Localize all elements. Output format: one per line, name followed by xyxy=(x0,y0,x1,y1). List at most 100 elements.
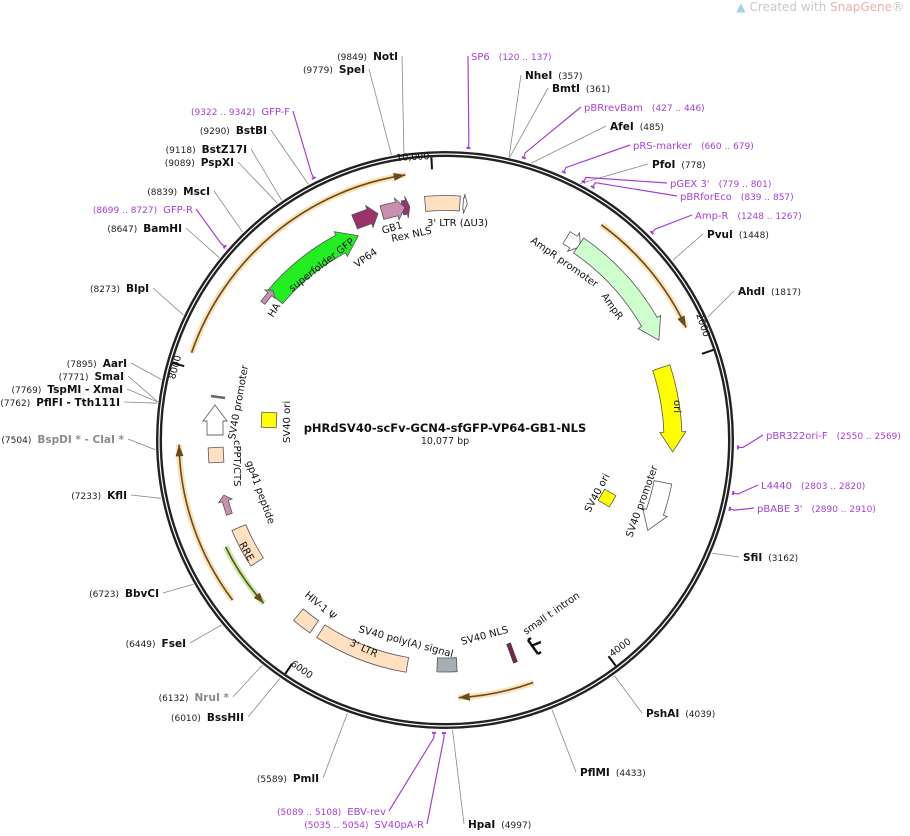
feature-rex-nls[interactable] xyxy=(400,196,411,219)
enzyme-label[interactable]: PfoI(778) xyxy=(652,159,706,171)
feature-ampr-promoter[interactable] xyxy=(562,231,581,253)
primer-label[interactable]: (8699 .. 8727)GFP-R xyxy=(93,205,193,216)
enzyme-site[interactable]: SfiI(3162) xyxy=(711,552,798,564)
enzyme-site[interactable]: (6010)BssHII xyxy=(171,678,281,724)
enzyme-site[interactable]: (9779)SpeI xyxy=(303,64,392,156)
enzyme-site[interactable]: (7769)TspMI - XmaI xyxy=(11,384,158,403)
primer-label[interactable]: pGEX 3'(779 .. 801) xyxy=(670,179,771,190)
enzyme-site[interactable]: (6449)FseI xyxy=(126,624,222,650)
enzyme-label[interactable]: (6010)BssHII xyxy=(171,712,244,724)
primer-label[interactable]: Amp-R(1248 .. 1267) xyxy=(695,211,802,222)
enzyme-label[interactable]: (9290)BstBI xyxy=(200,125,267,137)
enzyme-label[interactable]: (5589)PmlI xyxy=(257,773,319,785)
enzyme-label[interactable]: PvuI(1448) xyxy=(707,229,769,241)
feature-vp64[interactable] xyxy=(351,204,379,230)
enzyme-label[interactable]: AfeI(485) xyxy=(610,121,664,133)
feature-sv40-polya-signal[interactable] xyxy=(436,657,458,673)
enzyme-site[interactable]: (7504)BspDI * - ClaI * xyxy=(1,434,156,451)
enzyme-site[interactable]: (7771)SmaI xyxy=(59,371,158,402)
primer-label[interactable]: SP6(120 .. 137) xyxy=(471,52,552,63)
feature-sv40-nls[interactable] xyxy=(506,642,518,664)
enzyme-site[interactable]: AfeI(485) xyxy=(531,121,664,164)
primer-site[interactable]: Amp-R(1248 .. 1267) xyxy=(649,211,802,235)
primer-site[interactable]: (5035 .. 5054)SV40pA-R xyxy=(304,731,446,831)
enzyme-label[interactable]: BmtI(361) xyxy=(552,83,610,95)
primer-site[interactable]: (8699 .. 8727)GFP-R xyxy=(93,205,227,249)
enzyme-label[interactable]: (8273)BlpI xyxy=(90,283,149,295)
enzyme-site[interactable]: PflMI(4433) xyxy=(551,709,646,779)
feature-3-ltr[interactable] xyxy=(316,624,410,673)
enzyme-label[interactable]: (7771)SmaI xyxy=(59,371,124,383)
enzyme-label[interactable]: (9089)PspXI xyxy=(165,157,234,169)
feature-gp41-peptide[interactable] xyxy=(217,494,234,516)
feature-rre[interactable] xyxy=(231,524,264,567)
feature-sv40-promoter-right[interactable] xyxy=(642,480,673,531)
enzyme-site[interactable]: PfoI(778) xyxy=(580,159,706,184)
primer-site[interactable]: (5089 .. 5108)EBV-rev xyxy=(277,731,437,818)
enzyme-site[interactable]: (7233)KflI xyxy=(71,490,161,502)
enzyme-site[interactable]: (9118)BstZ17I xyxy=(166,144,283,201)
primer-label[interactable]: pBR322ori-F(2550 .. 2569) xyxy=(766,431,901,442)
feature-ha[interactable] xyxy=(260,289,276,305)
feature-ori[interactable] xyxy=(652,364,687,453)
enzyme-label[interactable]: (7233)KflI xyxy=(71,490,127,502)
feature-superfolder-gfp[interactable] xyxy=(266,231,359,305)
enzyme-label[interactable]: (6132)NruI * xyxy=(159,692,230,704)
enzyme-site[interactable]: (6723)BbvCI xyxy=(89,583,194,600)
feature-gb1[interactable] xyxy=(379,197,406,222)
enzyme-site[interactable]: PshAI(4039) xyxy=(613,675,715,720)
primer-site[interactable]: pBR322ori-F(2550 .. 2569) xyxy=(736,431,901,450)
enzyme-site[interactable]: AhdI(1817) xyxy=(707,286,801,318)
feature-small-arrow[interactable] xyxy=(462,193,468,214)
enzyme-site[interactable]: (9290)BstBI xyxy=(200,125,309,185)
enzyme-site[interactable]: (9089)PspXI xyxy=(165,157,278,204)
enzyme-label[interactable]: (8647)BamHI xyxy=(107,223,182,235)
primer-label[interactable]: (5089 .. 5108)EBV-rev xyxy=(277,807,386,818)
primer-label[interactable]: (9322 .. 9342)GFP-F xyxy=(191,107,290,118)
primer-site[interactable]: L4440(2803 .. 2820) xyxy=(731,481,866,496)
enzyme-label[interactable]: (9118)BstZ17I xyxy=(166,144,247,156)
enzyme-label[interactable]: HpaI(4997) xyxy=(468,819,531,831)
enzyme-site[interactable]: (6132)NruI * xyxy=(159,664,263,704)
enzyme-label[interactable]: NheI(357) xyxy=(525,70,583,82)
enzyme-site[interactable]: (8273)BlpI xyxy=(90,283,184,316)
feature-3-ltr-du3[interactable] xyxy=(424,195,461,212)
feature-ampr[interactable] xyxy=(573,237,662,341)
enzyme-site[interactable]: BmtI(361) xyxy=(509,83,610,158)
primer-site[interactable]: pGEX 3'(779 .. 801) xyxy=(581,176,772,190)
enzyme-label[interactable]: (7504)BspDI * - ClaI * xyxy=(1,434,124,446)
feature-sv40-promoter-left[interactable] xyxy=(202,404,228,436)
enzyme-label[interactable]: (6449)FseI xyxy=(126,638,186,650)
enzyme-site[interactable]: (7762)PflFI - Tth111I xyxy=(0,397,158,409)
primer-label[interactable]: pRS-marker(660 .. 679) xyxy=(633,141,754,152)
enzyme-label[interactable]: (9779)SpeI xyxy=(303,64,365,76)
enzyme-label[interactable]: (6723)BbvCI xyxy=(89,588,159,600)
enzyme-site[interactable]: NheI(357) xyxy=(508,70,583,158)
feature-sv40-ori-left[interactable] xyxy=(260,411,278,429)
enzyme-label[interactable]: (8839)MscI xyxy=(147,186,210,198)
feature-hiv1-psi[interactable] xyxy=(293,608,320,634)
enzyme-site[interactable]: (8839)MscI xyxy=(147,186,244,233)
primer-label[interactable]: (5035 .. 5054)SV40pA-R xyxy=(304,820,424,831)
enzyme-label[interactable]: PflMI(4433) xyxy=(580,767,646,779)
enzyme-label[interactable]: AhdI(1817) xyxy=(738,286,801,298)
primer-site[interactable]: pBRforEco(839 .. 857) xyxy=(590,182,794,203)
enzyme-site[interactable]: HpaI(4997) xyxy=(452,729,532,831)
enzyme-site[interactable]: PvuI(1448) xyxy=(672,229,769,261)
primer-label[interactable]: L4440(2803 .. 2820) xyxy=(761,481,865,492)
enzyme-label[interactable]: PshAI(4039) xyxy=(646,708,715,720)
primer-label[interactable]: pBRrevBam(427 .. 446) xyxy=(584,103,705,114)
enzyme-label[interactable]: (7895)AarI xyxy=(67,358,127,370)
primer-label[interactable]: pBABE 3'(2890 .. 2910) xyxy=(757,504,876,515)
enzyme-site[interactable]: (5589)PmlI xyxy=(257,712,348,785)
enzyme-label[interactable]: (7762)PflFI - Tth111I xyxy=(0,397,120,409)
enzyme-site[interactable]: (9849)NotI xyxy=(337,51,405,153)
primer-label[interactable]: pBRforEco(839 .. 857) xyxy=(680,192,794,203)
primer-site[interactable]: SP6(120 .. 137) xyxy=(466,52,552,150)
enzyme-label[interactable]: SfiI(3162) xyxy=(743,552,798,564)
feature-sv40-ori-right[interactable] xyxy=(597,488,617,508)
feature-small-t-intron[interactable] xyxy=(526,636,542,656)
primer-site[interactable]: pBABE 3'(2890 .. 2910) xyxy=(728,504,876,515)
primer-site[interactable]: pRS-marker(660 .. 679) xyxy=(561,141,754,174)
enzyme-site[interactable]: (8647)BamHI xyxy=(107,223,220,259)
